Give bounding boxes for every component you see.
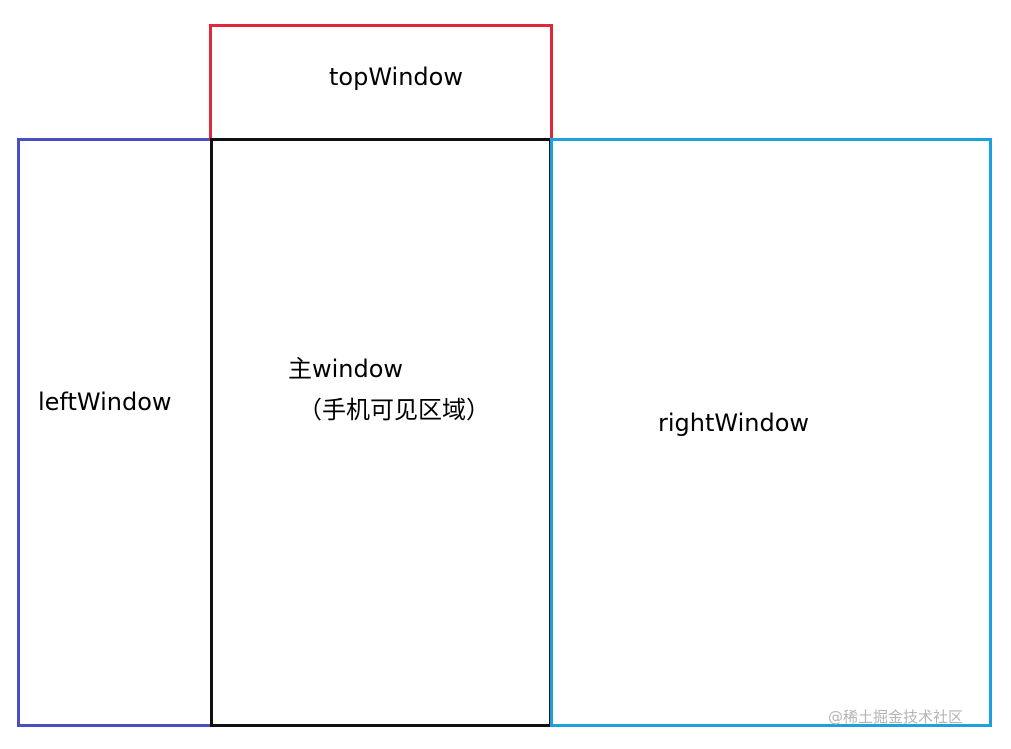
left-window-box [17, 138, 213, 727]
main-window-label: 主window [288, 355, 404, 383]
main-window-sublabel: （手机可见区域） [298, 396, 490, 424]
top-window-label: topWindow [329, 63, 463, 91]
left-window-label: leftWindow [38, 388, 172, 416]
watermark: @稀土掘金技术社区 [828, 708, 964, 726]
right-window-label: rightWindow [658, 409, 810, 437]
right-window-box [550, 138, 992, 727]
main-window-box [210, 138, 552, 727]
